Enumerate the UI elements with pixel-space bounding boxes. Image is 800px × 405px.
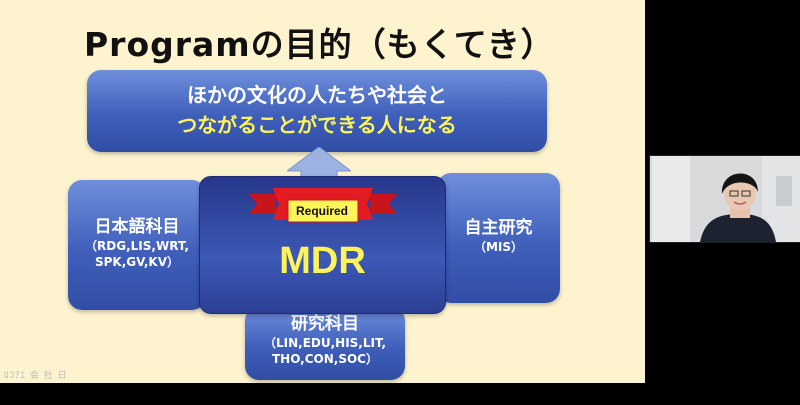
mdr-title: MDR — [279, 240, 366, 282]
mdr-box — [199, 176, 446, 314]
independent-study-code: （MIS） — [473, 240, 524, 254]
japanese-courses-box: 日本語科目 （RDG,LIS,WRT, SPK,GV,KV） — [68, 180, 206, 310]
slide-footer-marks: ﾛｺｱｴ 会 社 日 — [4, 371, 68, 381]
independent-study-title: 自主研究 — [464, 218, 533, 238]
japanese-courses-title: 日本語科目 — [94, 217, 180, 237]
japanese-courses-list-2: SPK,GV,KV） — [94, 255, 180, 269]
independent-study-box: 自主研究 （MIS） — [437, 173, 560, 303]
research-courses-list-1: （LIN,EDU,HIS,LIT, — [263, 336, 387, 350]
presentation-slide: Programの目的（もくてき） ほかの文化の人たちや社会と つながることができ… — [0, 0, 645, 383]
research-courses-title: 研究科目 — [291, 314, 359, 334]
participant-video-thumbnail[interactable] — [649, 155, 800, 243]
goal-line-2: つながることができる人になる — [177, 113, 457, 137]
required-label: Required — [295, 204, 348, 218]
japanese-courses-list-1: （RDG,LIS,WRT, — [85, 239, 189, 253]
goal-line-1: ほかの文化の人たちや社会と — [187, 83, 447, 107]
research-courses-box: 研究科目 （LIN,EDU,HIS,LIT, THO,CON,SOC） — [245, 307, 405, 380]
participant-video-icon — [650, 156, 800, 242]
research-courses-list-2: THO,CON,SOC） — [272, 352, 378, 366]
required-ribbon-icon — [249, 188, 397, 223]
slide-title: Programの目的（もくてき） — [84, 25, 555, 64]
goal-box: ほかの文化の人たちや社会と つながることができる人になる — [87, 70, 547, 152]
